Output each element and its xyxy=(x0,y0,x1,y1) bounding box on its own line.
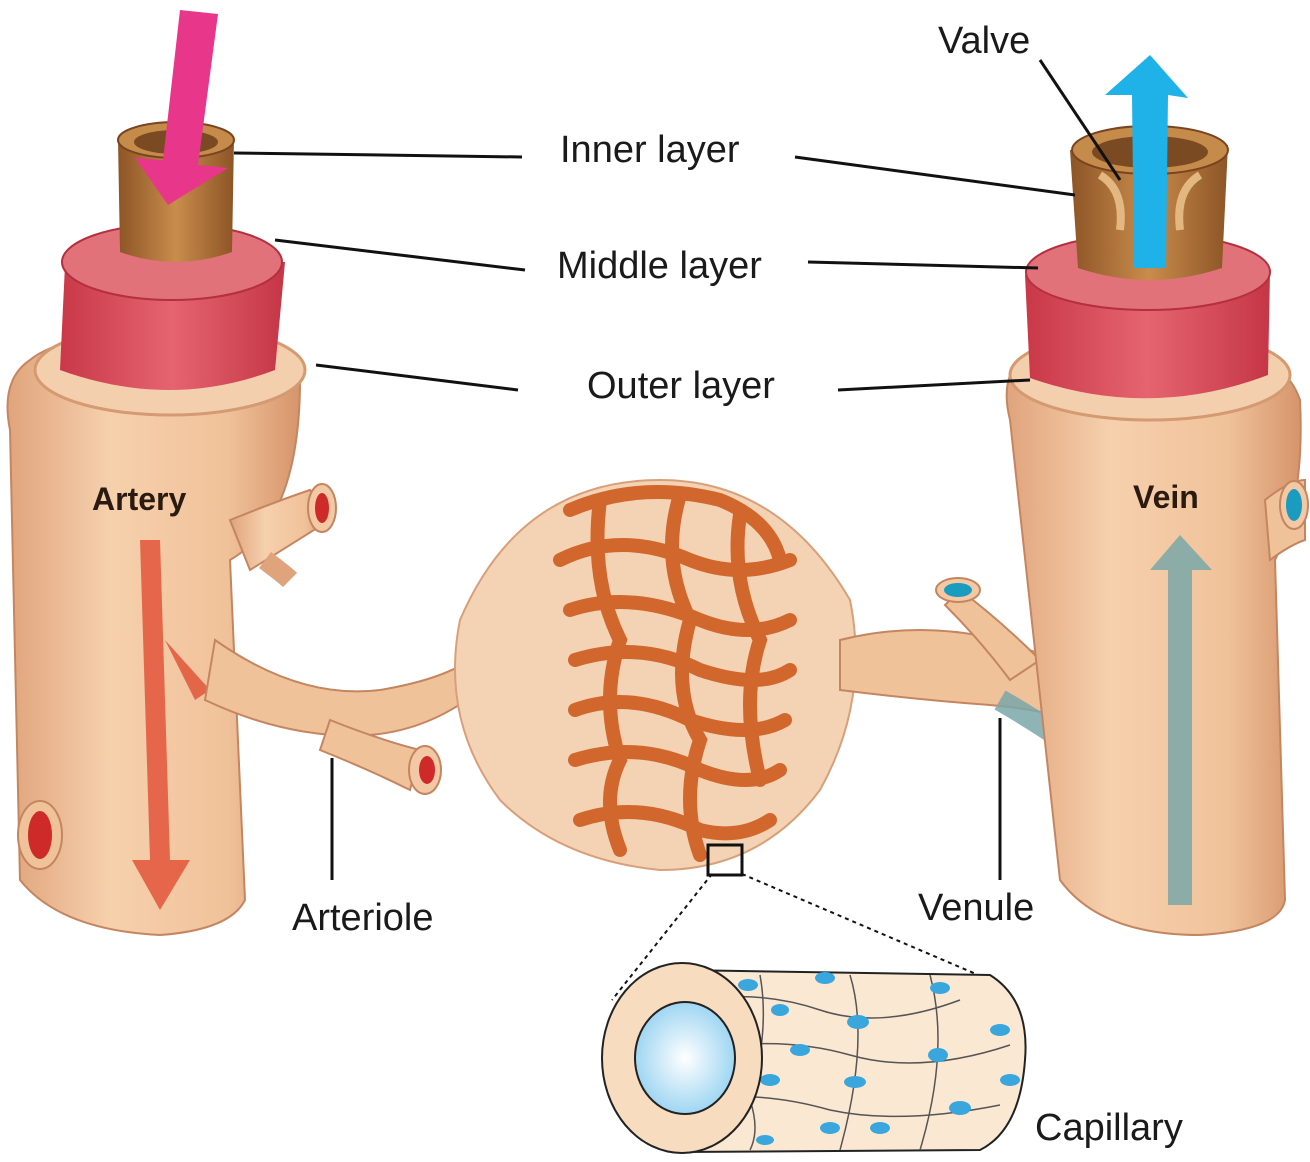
artery-inflow-arrow xyxy=(135,10,228,205)
capillary-detail: Capillary xyxy=(602,874,1183,1153)
vein: Vein xyxy=(1007,55,1308,935)
outer-layer-label: Outer layer xyxy=(587,365,775,407)
inner-layer-label: Inner layer xyxy=(560,129,740,171)
capillary-label: Capillary xyxy=(1035,1107,1183,1149)
arteriole xyxy=(205,640,480,794)
vein-trunk xyxy=(1007,335,1301,935)
artery-label: Artery xyxy=(92,481,186,517)
vein-label: Vein xyxy=(1133,479,1199,515)
venule-label: Venule xyxy=(918,887,1034,929)
arteriole-label: Arteriole xyxy=(292,897,434,939)
artery: Artery xyxy=(8,10,337,935)
valve-label: Valve xyxy=(938,20,1030,62)
middle-layer-label: Middle layer xyxy=(557,245,762,287)
capillary-bed xyxy=(455,480,856,875)
